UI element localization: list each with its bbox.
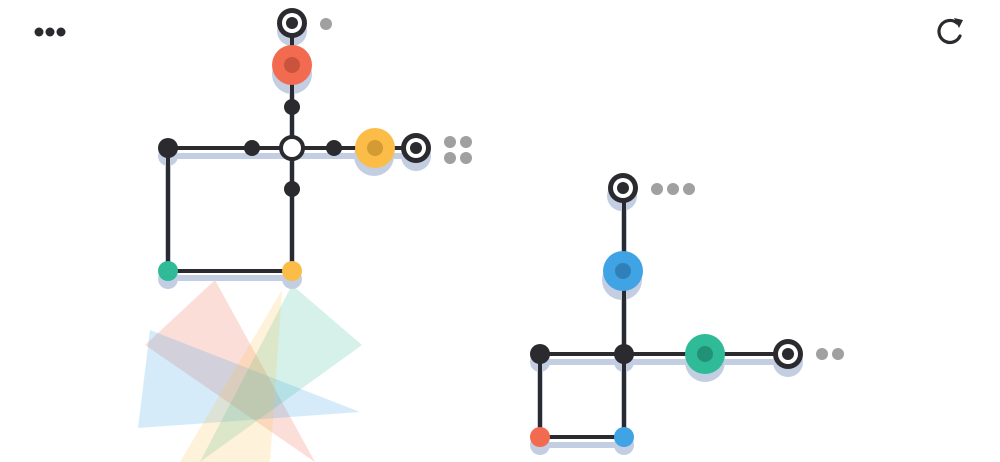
bead-blue[interactable] — [603, 251, 643, 291]
hub-node-dark[interactable] — [614, 344, 634, 364]
exit-top-indicator-dots — [320, 18, 332, 30]
bead-teal[interactable] — [685, 334, 725, 374]
junction-dot — [284, 99, 300, 115]
junction-dot — [326, 140, 342, 156]
more-dots-icon — [34, 27, 66, 37]
exit-top-target-icon[interactable] — [277, 8, 307, 38]
bead-yellow[interactable] — [355, 128, 395, 168]
bead-red[interactable] — [272, 45, 312, 85]
light-beam-teal — [200, 285, 362, 462]
exit-top-target-icon[interactable] — [608, 173, 638, 203]
puzzle-right — [530, 173, 844, 455]
exit-right-indicator-dots — [444, 136, 472, 164]
exit-right-target-icon[interactable] — [401, 133, 431, 163]
exit-right-indicator-dots — [816, 348, 844, 360]
light-beams — [138, 280, 362, 462]
corner-node-dark[interactable] — [158, 138, 178, 158]
junction-dot — [244, 140, 260, 156]
track-lines — [538, 188, 784, 439]
restart-arrow-icon — [937, 18, 963, 45]
corner-node-teal[interactable] — [158, 261, 178, 281]
reset-button[interactable] — [930, 12, 970, 52]
junction-dots — [244, 99, 342, 197]
exit-top-indicator-dots — [651, 183, 695, 195]
corner-node-yellow[interactable] — [282, 261, 302, 281]
light-beam-red — [145, 280, 315, 462]
junction-dot — [284, 181, 300, 197]
center-hub[interactable] — [279, 135, 305, 161]
light-beam-yellow — [180, 290, 282, 462]
corner-node-red[interactable] — [530, 427, 550, 447]
corner-node-blue[interactable] — [614, 427, 634, 447]
exit-right-target-icon[interactable] — [773, 339, 803, 369]
puzzle-left — [158, 8, 472, 289]
corner-node-dark[interactable] — [530, 344, 550, 364]
light-beam-blue — [138, 330, 360, 428]
menu-button[interactable] — [30, 20, 70, 44]
node-shadows — [530, 181, 803, 455]
track-shadows — [537, 193, 793, 448]
